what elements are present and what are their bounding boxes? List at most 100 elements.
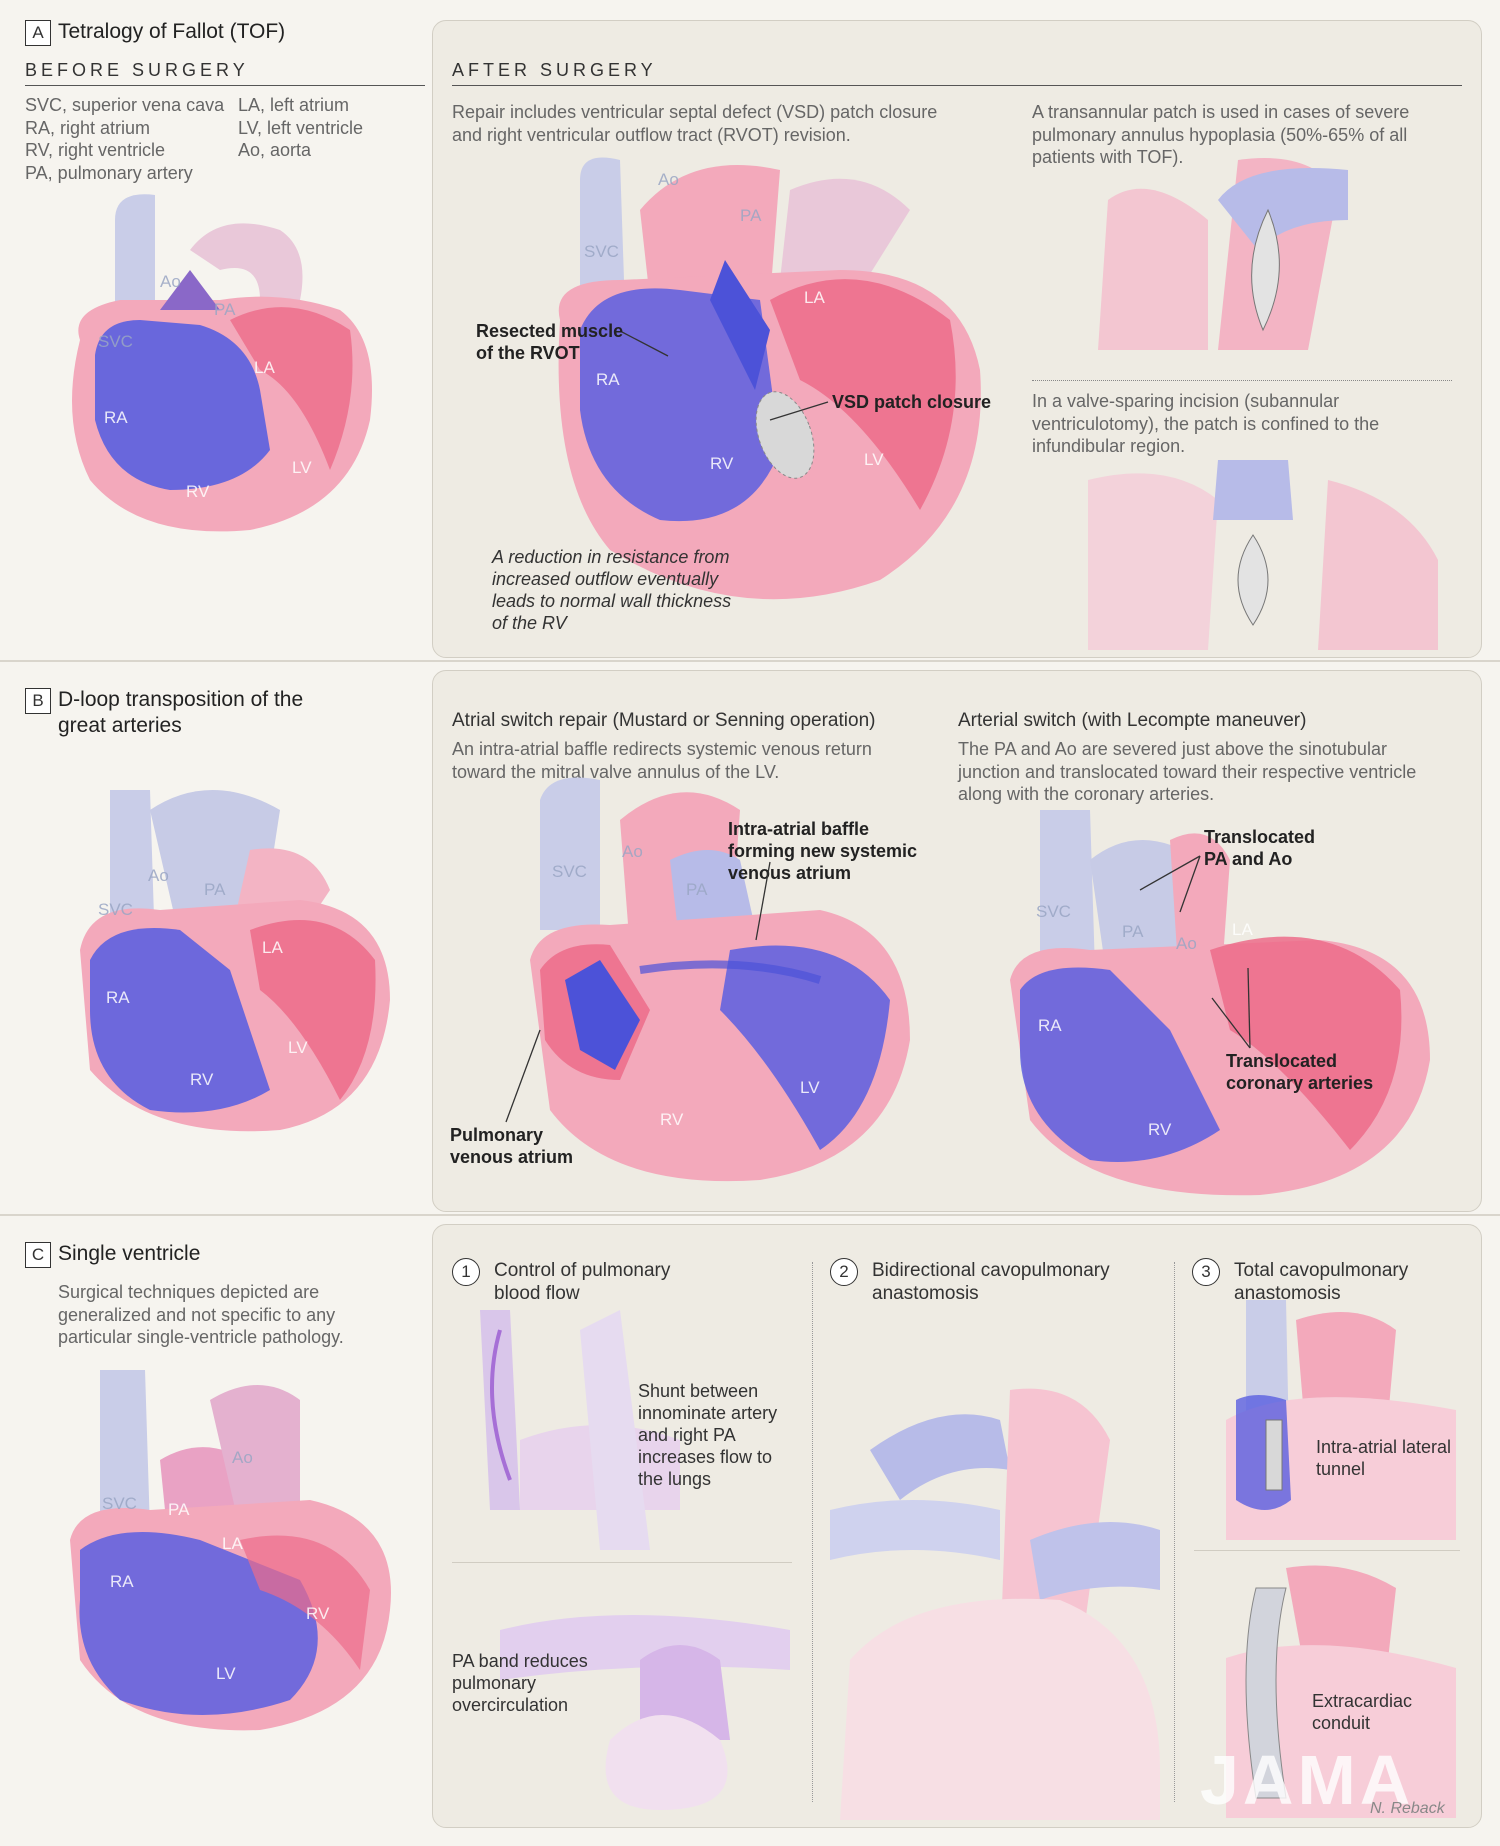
before-surgery-heading: BEFORE SURGERY bbox=[25, 60, 249, 80]
single-ventricle-heart bbox=[70, 1370, 391, 1731]
tof-after-ao: Ao bbox=[658, 170, 679, 189]
tof-before-ao: Ao bbox=[160, 272, 181, 291]
arterial-switch-la: LA bbox=[1232, 920, 1253, 939]
tof-before-lv: LV bbox=[292, 458, 312, 477]
arterial-switch-rv: RV bbox=[1148, 1120, 1172, 1139]
translocated-pa-ao-label: Translocated PA and Ao bbox=[1204, 827, 1316, 869]
step-divider-2 bbox=[1174, 1262, 1175, 1802]
step-divider-1 bbox=[812, 1262, 813, 1802]
arterial-switch-title: Arterial switch (with Lecompte maneuver) bbox=[958, 710, 1307, 731]
section-a-letter: A bbox=[25, 20, 51, 46]
tof-after-lv: LV bbox=[864, 450, 884, 469]
shunt-label: Shunt between innominate artery and righ… bbox=[638, 1381, 778, 1489]
after-surgery-rule bbox=[452, 85, 1462, 86]
dtga-before-pa: PA bbox=[204, 880, 226, 899]
tof-after-heart bbox=[558, 157, 981, 600]
valve-sparing-patch-illustration bbox=[1088, 460, 1438, 650]
panel-b-leader-lines bbox=[505, 855, 1251, 1123]
dtga-before-svc: SVC bbox=[98, 900, 133, 919]
section-a-title: Tetralogy of Fallot (TOF) bbox=[58, 20, 286, 43]
sv-ao: Ao bbox=[232, 1448, 253, 1467]
section-b-title: D-loop transposition of the great arteri… bbox=[58, 688, 304, 737]
atrial-switch-lv: LV bbox=[800, 1078, 820, 1097]
repair-text: Repair includes ventricular septal defec… bbox=[452, 102, 938, 145]
legend-ra: RA, right atrium bbox=[25, 117, 151, 138]
legend-lv: LV, left ventricle bbox=[238, 117, 364, 138]
legend-col-2: LA, left atrium LV, left ventricle Ao, a… bbox=[238, 94, 428, 162]
arterial-switch-heart bbox=[1010, 810, 1430, 1196]
lateral-tunnel-illustration bbox=[1226, 1300, 1456, 1540]
tof-before-ra: RA bbox=[104, 408, 128, 427]
step-2-number: 2 bbox=[830, 1258, 858, 1286]
panel-a-leader-lines bbox=[621, 331, 829, 421]
atrial-switch-rv: RV bbox=[660, 1110, 684, 1129]
before-surgery-rule bbox=[25, 85, 425, 86]
sv-la: LA bbox=[222, 1534, 243, 1553]
section-c-letter: C bbox=[25, 1242, 51, 1268]
step-2-title: Bidirectional cavopulmonary anastomosis bbox=[872, 1260, 1110, 1304]
legend-pa: PA, pulmonary artery bbox=[25, 162, 193, 183]
tof-after-ra: RA bbox=[596, 370, 620, 389]
step-3-number: 3 bbox=[1192, 1258, 1220, 1286]
valve-sparing-text: In a valve-sparing incision (subannular … bbox=[1032, 391, 1380, 456]
reduction-text: A reduction in resistance from increased… bbox=[492, 547, 732, 633]
tof-before-heart bbox=[72, 194, 372, 532]
atrial-switch-text: An intra-atrial baffle redirects systemi… bbox=[452, 739, 872, 782]
tof-before-rv: RV bbox=[186, 482, 210, 501]
dtga-before-heart bbox=[80, 790, 390, 1132]
legend-rv: RV, right ventricle bbox=[25, 140, 166, 160]
arterial-switch-ao: Ao bbox=[1176, 934, 1197, 953]
arterial-switch-pa: PA bbox=[1122, 922, 1144, 941]
dtga-before-ao: Ao bbox=[148, 866, 169, 885]
vsd-patch-label: VSD patch closure bbox=[832, 392, 992, 412]
sv-rv: RV bbox=[306, 1604, 330, 1623]
legend-svc: SVC, superior vena cava bbox=[25, 95, 225, 115]
shunt-illustration bbox=[480, 1310, 680, 1550]
sv-pa: PA bbox=[168, 1500, 190, 1519]
divider-b-c bbox=[0, 1214, 1500, 1216]
arterial-switch-ra: RA bbox=[1038, 1016, 1062, 1035]
translocated-coronary-label: Translocated coronary arteries bbox=[1226, 1051, 1374, 1093]
dtga-before-ra: RA bbox=[106, 988, 130, 1007]
sv-svc: SVC bbox=[102, 1494, 137, 1513]
pulmonary-venous-atrium-label: Pulmonary venous atrium bbox=[450, 1125, 574, 1167]
transannular-patch-illustration bbox=[1098, 158, 1348, 350]
step-1-number: 1 bbox=[452, 1258, 480, 1286]
artist-signature: N. Reback bbox=[1370, 1800, 1445, 1817]
tof-after-la: LA bbox=[804, 288, 825, 307]
resected-muscle-label: Resected muscle of the RVOT bbox=[476, 321, 624, 363]
bidirectional-anastomosis-illustration bbox=[830, 1388, 1160, 1820]
pa-band-label: PA band reduces pulmonary overcirculatio… bbox=[452, 1651, 588, 1715]
single-ventricle-note: Surgical techniques depicted are general… bbox=[58, 1282, 344, 1347]
atrial-switch-ao: Ao bbox=[622, 842, 643, 861]
dtga-before-rv: RV bbox=[190, 1070, 214, 1089]
section-b-letter: B bbox=[25, 688, 51, 714]
sv-ra: RA bbox=[110, 1572, 134, 1591]
step-1-title: Control of pulmonary blood flow bbox=[494, 1260, 671, 1304]
jama-logo: JAMA bbox=[1200, 1741, 1415, 1819]
tof-after-svc: SVC bbox=[584, 242, 619, 261]
tof-before-svc: SVC bbox=[98, 332, 133, 351]
legend-la: LA, left atrium bbox=[238, 95, 350, 115]
arterial-switch-text: The PA and Ao are severed just above the… bbox=[958, 739, 1417, 804]
atrial-switch-title: Atrial switch repair (Mustard or Senning… bbox=[452, 710, 876, 731]
transannular-text: A transannular patch is used in cases of… bbox=[1032, 102, 1410, 167]
step-3-subdivider bbox=[1194, 1550, 1460, 1551]
step-3-title: Total cavopulmonary anastomosis bbox=[1234, 1260, 1409, 1304]
legend-ao: Ao, aorta bbox=[238, 140, 312, 160]
lateral-tunnel-label: Intra-atrial lateral tunnel bbox=[1316, 1437, 1452, 1479]
baffle-label: Intra-atrial baffle forming new systemic… bbox=[728, 819, 918, 883]
atrial-switch-svc: SVC bbox=[552, 862, 587, 881]
legend-col-1: SVC, superior vena cava RA, right atrium… bbox=[25, 94, 235, 184]
dtga-before-lv: LV bbox=[288, 1038, 308, 1057]
tof-after-pa: PA bbox=[740, 206, 762, 225]
atrial-switch-pa: PA bbox=[686, 880, 708, 899]
arterial-switch-svc: SVC bbox=[1036, 902, 1071, 921]
extracardiac-conduit-label: Extracardiac conduit bbox=[1312, 1691, 1413, 1733]
section-c-title: Single ventricle bbox=[58, 1242, 201, 1265]
pa-band-illustration bbox=[500, 1615, 790, 1810]
dtga-before-la: LA bbox=[262, 938, 283, 957]
tof-before-pa: PA bbox=[214, 300, 236, 319]
atrial-switch-heart bbox=[530, 777, 910, 1182]
